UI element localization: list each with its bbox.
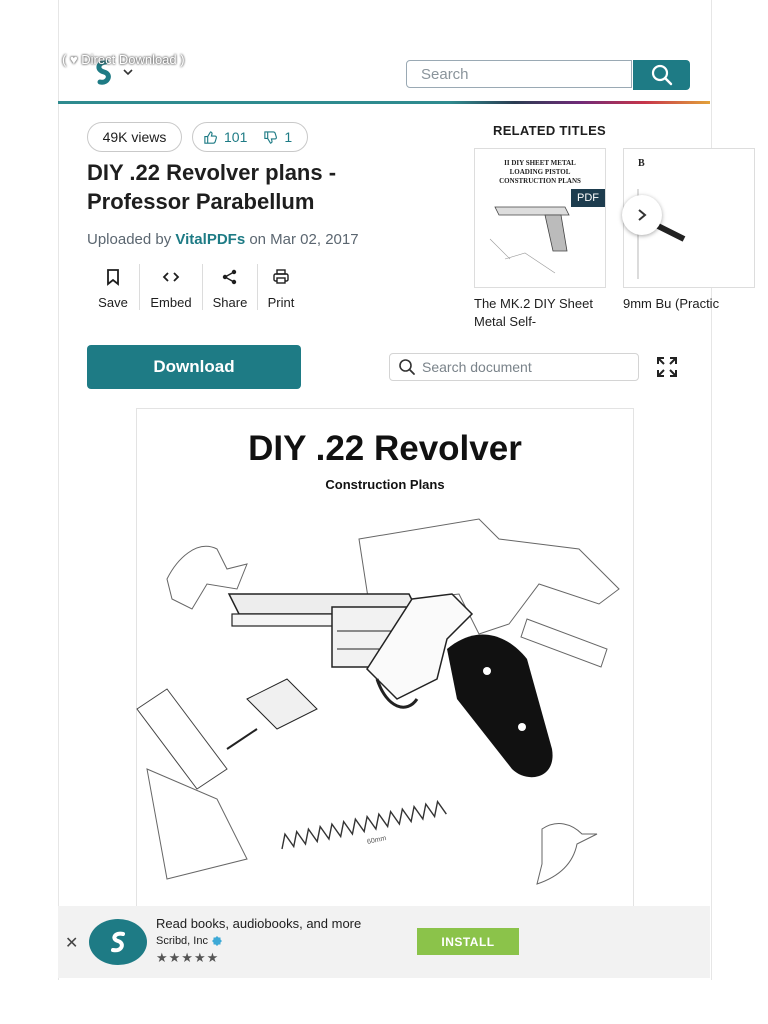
vote-pill: 101 1 <box>192 122 308 152</box>
scribd-logo[interactable] <box>84 56 144 88</box>
chevron-right-icon <box>638 209 647 221</box>
banner-publisher: Scribd, Inc <box>156 935 223 947</box>
pdf-badge: PDF <box>571 189 605 207</box>
share-button[interactable]: Share <box>203 264 257 310</box>
thumbs-down-icon[interactable] <box>263 130 278 145</box>
thumbs-up-icon[interactable] <box>203 130 218 145</box>
page-subheading: Construction Plans <box>325 477 445 492</box>
save-label: Save <box>98 295 128 310</box>
page-heading: DIY .22 Revolver <box>248 429 522 468</box>
uploader-link[interactable]: VitalPDFs <box>175 231 246 248</box>
views-badge: 49K views <box>87 122 182 152</box>
download-button[interactable]: Download <box>87 345 301 389</box>
close-banner-button[interactable]: ✕ <box>65 935 79 952</box>
install-button[interactable]: INSTALL <box>417 928 519 955</box>
upload-date: on Mar 02, 2017 <box>249 231 359 248</box>
embed-label: Embed <box>150 295 192 310</box>
scribd-logo-icon <box>111 931 125 953</box>
print-icon <box>273 269 289 284</box>
uploaded-prefix: Uploaded by <box>87 231 172 248</box>
related-thumbnail[interactable]: II DIY SHEET METAL LOADING PISTOL CONSTR… <box>474 148 606 288</box>
upload-info: Uploaded by VitalPDFs on Mar 02, 2017 <box>87 231 359 248</box>
search-icon <box>651 64 672 86</box>
related-carousel: II DIY SHEET METAL LOADING PISTOL CONSTR… <box>474 148 755 338</box>
app-rating-stars: ★★★★★ <box>156 950 220 965</box>
share-icon <box>222 269 237 285</box>
document-title: DIY .22 Revolver plans - Professor Parab… <box>87 160 337 214</box>
action-divider <box>202 264 203 310</box>
banner-tagline: Read books, audiobooks, and more <box>156 916 362 931</box>
action-divider <box>257 264 258 310</box>
print-button[interactable]: Print <box>258 264 304 310</box>
downvote-count: 1 <box>284 129 293 145</box>
save-button[interactable]: Save <box>87 264 139 310</box>
views-count: 49K views <box>102 129 167 145</box>
publisher-name: Scribd, Inc <box>156 935 208 947</box>
related-titles-heading: RELATED TITLES <box>493 123 607 138</box>
document-page: DIY .22 Revolver Construction Plans 60mm <box>136 408 634 908</box>
search-button[interactable] <box>633 60 690 90</box>
verified-icon <box>211 936 222 946</box>
related-title[interactable]: The MK.2 DIY Sheet Metal Self- <box>474 296 593 329</box>
action-divider <box>139 264 140 310</box>
direct-download-promo[interactable]: ( ♥ Direct Download ) <box>62 52 185 67</box>
action-bar: Save Embed Share Print <box>87 264 304 314</box>
document-search-input[interactable] <box>420 358 624 376</box>
related-item[interactable]: II DIY SHEET METAL LOADING PISTOL CONSTR… <box>474 148 606 331</box>
share-label: Share <box>212 295 248 310</box>
scribd-app-icon[interactable] <box>89 919 147 965</box>
site-search <box>406 60 690 90</box>
pistol-drawing <box>489 206 570 274</box>
embed-button[interactable]: Embed <box>140 264 202 310</box>
related-title[interactable]: 9mm Bu (Practic <box>623 296 720 311</box>
carousel-next-button[interactable] <box>622 195 662 235</box>
header-divider <box>58 101 710 104</box>
bookmark-icon <box>107 269 119 286</box>
related-thumb-title: II DIY SHEET METAL LOADING PISTOL CONSTR… <box>499 159 581 185</box>
upvote-count: 101 <box>224 129 248 145</box>
document-search <box>389 353 639 381</box>
code-icon <box>162 272 180 282</box>
search-icon <box>399 359 415 375</box>
app-install-banner <box>58 906 710 978</box>
search-input[interactable] <box>406 60 632 88</box>
revolver-illustration <box>136 518 620 885</box>
print-label: Print <box>267 295 295 310</box>
fullscreen-icon[interactable] <box>655 355 679 379</box>
related-thumb-title: B <box>638 158 645 169</box>
